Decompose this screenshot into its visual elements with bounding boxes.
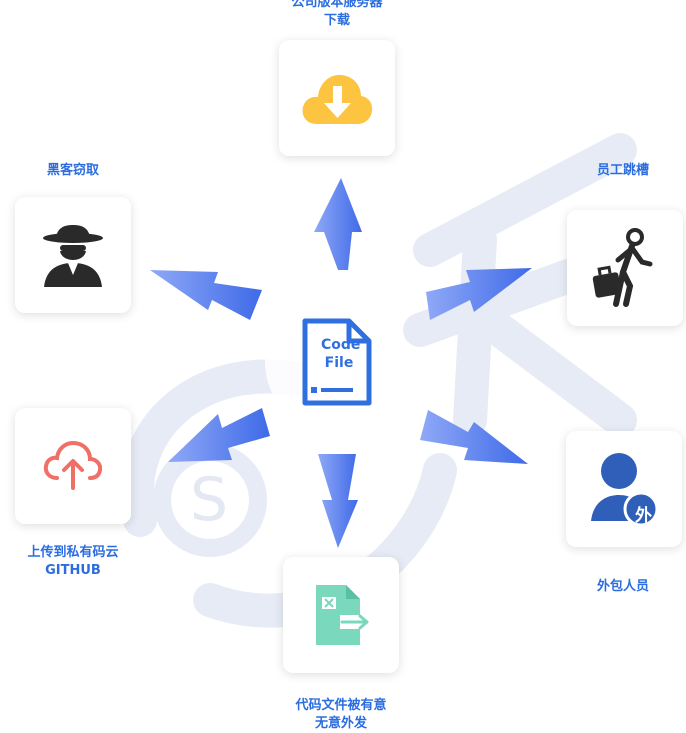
unintentional-label-line1: 代码文件被有意 [295, 698, 387, 713]
unintentional-label-line2: 无意外发 [314, 716, 367, 731]
github-label-line1: 上传到私有码云 [27, 545, 119, 560]
employee-leave-label: 员工跳槽 [596, 163, 649, 178]
arrow-down [318, 454, 358, 548]
employee-leave-card [567, 210, 683, 326]
outsource-person-icon [591, 453, 659, 527]
unintentional-send-label: 代码文件被有意 无意外发 [276, 697, 406, 733]
center-text-line2: File [324, 355, 354, 371]
server-download-card [279, 40, 395, 156]
arrow-upper-left [150, 270, 262, 320]
arrow-lower-right [420, 410, 528, 464]
github-label-line2: GITHUB [45, 563, 101, 578]
svg-text:S: S [190, 465, 228, 535]
arrow-upper-right [426, 268, 532, 320]
unintentional-send-card [283, 557, 399, 673]
outsource-badge-text: 外 [635, 506, 652, 526]
cloud-upload-icon [43, 440, 103, 490]
excel-send-icon [316, 585, 369, 645]
outsource-card: 外 [566, 431, 682, 547]
server-download-label-line1: 公司版本服务器 [291, 0, 383, 10]
server-download-label: 公司版本服务器 下载 [276, 0, 398, 30]
arrow-up [314, 178, 362, 270]
github-card [15, 408, 131, 524]
arrow-lower-left [168, 408, 270, 462]
hacker-card [15, 197, 131, 313]
code-file-center: Code File [265, 290, 409, 434]
hacker-spy-icon [43, 225, 103, 287]
cloud-download-icon [302, 74, 373, 124]
center-text-line1: Code [321, 337, 361, 353]
walking-person-icon [592, 228, 653, 307]
hacker-label: 黑客窃取 [46, 163, 99, 178]
github-label: 上传到私有码云 GITHUB [10, 544, 136, 580]
outsource-label: 外包人员 [596, 579, 649, 594]
server-download-label-line2: 下载 [323, 13, 350, 28]
code-file-icon [302, 318, 372, 406]
